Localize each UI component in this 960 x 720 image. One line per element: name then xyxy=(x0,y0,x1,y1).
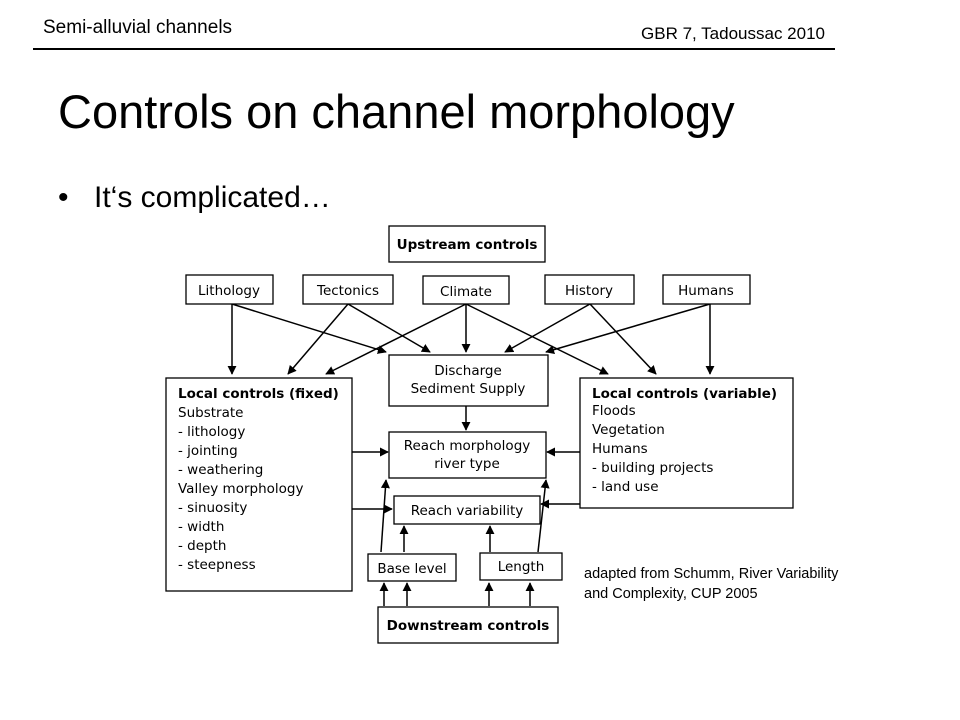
source-caption: adapted from Schumm, River Variability a… xyxy=(584,564,838,604)
node-lithology: Lithology xyxy=(185,274,274,305)
bullet-text: It‘s complicated… xyxy=(94,181,331,214)
node-climate: Climate xyxy=(422,275,510,305)
label-downstream: Downstream controls xyxy=(387,618,550,634)
arrow-tectonics-fixed xyxy=(287,303,349,375)
node-local-variable: Local controls (variable) Floods Vegetat… xyxy=(579,377,794,509)
label-history: History xyxy=(565,283,613,299)
node-base-level: Base level xyxy=(367,553,457,582)
local-fixed-heading: Local controls (fixed) xyxy=(178,386,339,402)
local-fixed-line: Substrate xyxy=(178,405,243,421)
node-tectonics: Tectonics xyxy=(302,274,394,305)
label-discharge: Discharge xyxy=(434,363,502,379)
label-base-level: Base level xyxy=(377,561,446,577)
local-fixed-line: - steepness xyxy=(178,557,256,573)
local-fixed-line: - lithology xyxy=(178,424,245,440)
label-upstream: Upstream controls xyxy=(397,237,538,253)
node-history: History xyxy=(544,274,635,305)
label-reach-morphology: Reach morphology xyxy=(404,438,531,454)
node-discharge: Discharge Sediment Supply xyxy=(388,354,549,407)
slide-title: Controls on channel morphology xyxy=(58,85,735,138)
node-reach-morphology: Reach morphology river type xyxy=(388,431,547,479)
arrow-tectonics-discharge xyxy=(347,303,431,353)
bullet-dot: • xyxy=(58,181,69,214)
local-variable-line: Humans xyxy=(592,441,648,457)
arrow-humans-discharge xyxy=(545,303,711,355)
label-lithology: Lithology xyxy=(198,283,260,299)
node-upstream-controls: Upstream controls xyxy=(388,225,546,263)
node-downstream-controls: Downstream controls xyxy=(377,606,559,644)
local-variable-heading: Local controls (variable) xyxy=(592,386,777,402)
arrow-base-reach xyxy=(380,479,390,553)
label-tectonics: Tectonics xyxy=(316,283,379,299)
local-variable-line: - building projects xyxy=(592,460,713,476)
local-fixed-line: - jointing xyxy=(178,443,238,459)
node-humans: Humans xyxy=(662,274,751,305)
local-fixed-line: - sinuosity xyxy=(178,500,247,516)
label-climate: Climate xyxy=(440,284,492,300)
label-sediment-supply: Sediment Supply xyxy=(411,381,526,397)
label-river-type: river type xyxy=(434,456,500,472)
arrow-length-reach xyxy=(537,479,550,553)
header-divider xyxy=(33,48,835,50)
label-length: Length xyxy=(498,559,545,575)
label-reach-variability: Reach variability xyxy=(411,503,524,519)
local-variable-line: - land use xyxy=(592,479,659,495)
label-humans: Humans xyxy=(678,283,734,299)
node-local-fixed: Local controls (fixed) Substrate - litho… xyxy=(165,377,353,592)
local-variable-line: Floods xyxy=(592,403,636,419)
bullet-item: • It‘s complicated… xyxy=(58,178,331,218)
local-fixed-line: - weathering xyxy=(178,462,263,478)
local-fixed-line: - depth xyxy=(178,538,226,554)
header-topic: Semi-alluvial channels xyxy=(43,17,233,38)
local-variable-line: Vegetation xyxy=(592,422,665,438)
local-fixed-line: Valley morphology xyxy=(178,481,303,497)
local-fixed-line: - width xyxy=(178,519,224,535)
header-event: GBR 7, Tadoussac 2010 xyxy=(641,24,825,43)
arrow-climate-variable xyxy=(465,303,609,375)
arrow-history-discharge xyxy=(504,303,591,353)
arrow-lithology-discharge xyxy=(231,303,387,354)
caption-line: adapted from Schumm, River Variability xyxy=(584,566,839,582)
caption-line: and Complexity, CUP 2005 xyxy=(584,586,758,602)
node-reach-variability: Reach variability xyxy=(393,495,541,525)
node-length: Length xyxy=(479,552,563,581)
diagram-arrows xyxy=(227,303,715,606)
arrow-climate-fixed xyxy=(325,303,467,375)
arrow-history-variable xyxy=(589,303,657,375)
